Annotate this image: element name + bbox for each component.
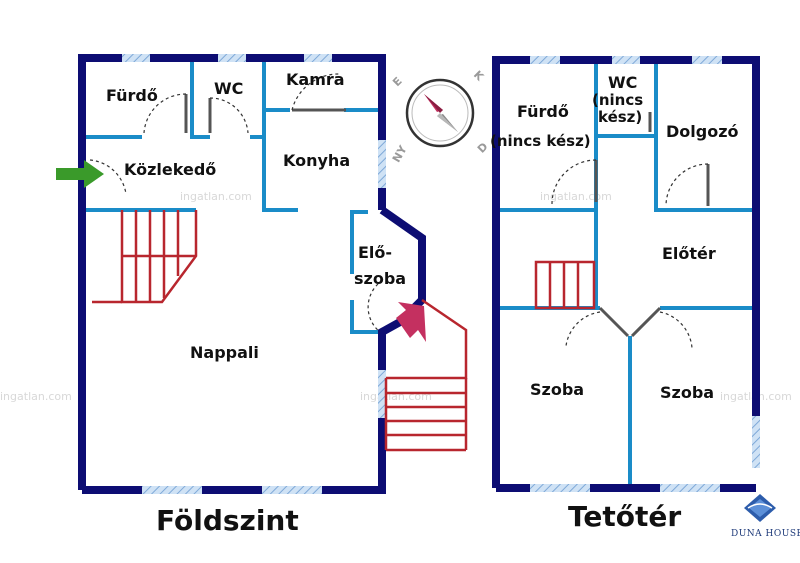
compass-icon: E K D NY: [390, 68, 491, 164]
room-label: (nincs kész): [490, 132, 591, 150]
watermark: ingatlan.com: [0, 390, 72, 403]
room-label: Fürdő: [517, 102, 569, 121]
floor-title: Tetőtér: [568, 500, 681, 533]
room-label: Nappali: [190, 343, 259, 362]
attic-stairs: [534, 260, 596, 310]
room-label: Fürdő: [106, 86, 158, 105]
floor-title: Földszint: [156, 504, 299, 537]
room-label: Közlekedő: [124, 160, 216, 179]
attic-doors: [551, 112, 710, 349]
room-label: Kamra: [286, 70, 345, 89]
brand-name: DUNA HOUSE: [731, 529, 800, 539]
brand-logo: DUNA HOUSE: [731, 494, 800, 539]
ground-floor-plan: Fürdő WC Kamra Közlekedő Konyha Elő- szo…: [56, 54, 468, 494]
compass-label: K: [471, 68, 487, 84]
room-label: Konyha: [283, 151, 350, 170]
compass-label: D: [475, 140, 491, 156]
room-label: Előtér: [662, 244, 716, 263]
room-label: (nincs: [592, 91, 643, 109]
ground-stairs: [92, 210, 468, 452]
watermarks: ingatlan.com ingatlan.com ingatlan.com i…: [0, 190, 792, 403]
room-label: szoba: [354, 269, 406, 288]
entrance-arrow-icon: [56, 160, 104, 188]
attic-windows: [530, 56, 760, 492]
ground-inner-walls: [86, 62, 378, 334]
room-label: WC: [214, 79, 243, 98]
compass-label: E: [390, 75, 405, 90]
watermark: ingatlan.com: [540, 190, 612, 203]
room-label: Szoba: [530, 380, 584, 399]
ground-doors: [89, 73, 381, 333]
room-label: Elő-: [358, 243, 392, 262]
room-label: Szoba: [660, 383, 714, 402]
watermark: ingatlan.com: [180, 190, 252, 203]
attic-plan: Fürdő (nincs kész) WC (nincs kész) Dolgo…: [490, 56, 760, 492]
room-label: WC: [608, 73, 637, 92]
room-label: kész): [598, 108, 642, 126]
room-label: Dolgozó: [666, 122, 739, 141]
compass-label: NY: [390, 142, 410, 164]
entrance-arrow-icon: [396, 302, 426, 342]
ground-windows: [122, 54, 386, 494]
